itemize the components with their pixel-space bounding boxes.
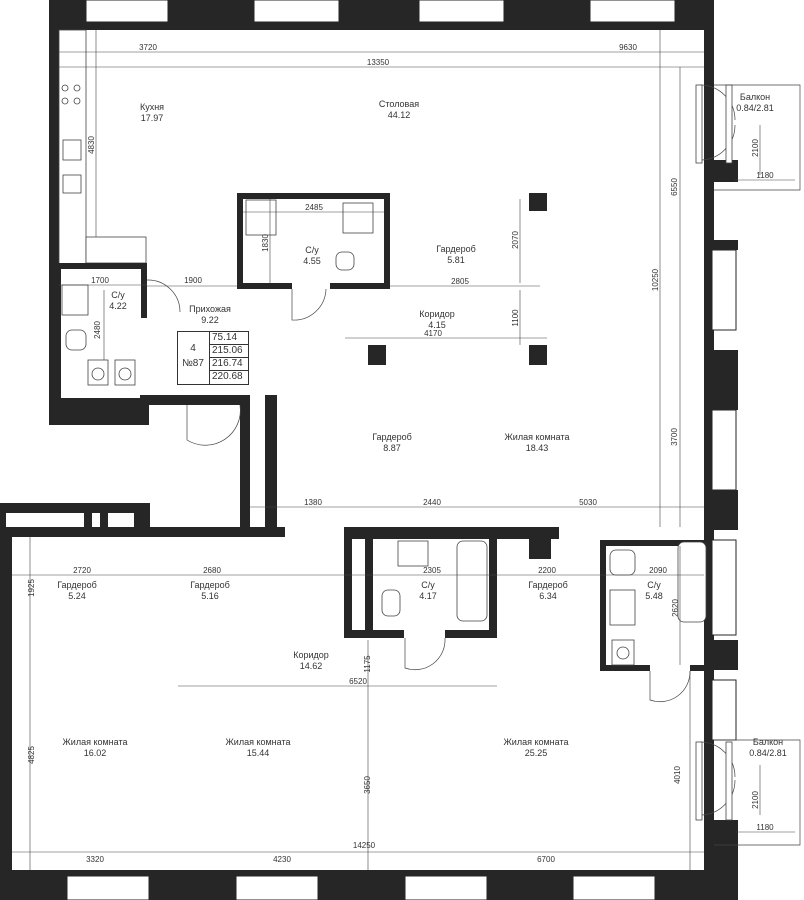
dimension-label: 2720: [73, 566, 91, 575]
dimension-label: 2090: [649, 566, 667, 575]
dimension-label: 2680: [203, 566, 221, 575]
balconies: [714, 84, 801, 846]
kitchen-counter: [58, 29, 147, 266]
room-area: 16.02: [84, 748, 107, 758]
dimension-label: 1100: [511, 309, 520, 327]
dimension-label: 10250: [651, 268, 660, 291]
room-area: 4.17: [419, 591, 437, 601]
dimension-label: 1900: [184, 276, 202, 285]
room-area: 5.48: [645, 591, 663, 601]
room-area: 4.55: [303, 256, 321, 266]
dimension-label: 9630: [619, 43, 637, 52]
dimension-label: 4830: [87, 136, 96, 154]
dimension-label: 6550: [670, 178, 679, 196]
bathroom-fixtures: [61, 199, 707, 666]
room-name: Гардероб: [436, 244, 476, 254]
room-area: 18.43: [526, 443, 549, 453]
area-value: 215.06: [210, 345, 248, 358]
area-value: 220.68: [212, 371, 243, 382]
room-name: Прихожая: [189, 304, 231, 314]
room-name: Гардероб: [57, 580, 97, 590]
dimension-label: 3650: [363, 776, 372, 794]
doors: [146, 84, 736, 821]
dimension-label: 4010: [673, 766, 682, 784]
dimension-label: 2480: [93, 321, 102, 339]
area-value: 75.14: [210, 332, 248, 345]
room-name: Гардероб: [528, 580, 568, 590]
dimension-label: 3720: [139, 43, 157, 52]
dimension-label: 6520: [349, 677, 367, 686]
dimension-label: 2805: [451, 277, 469, 286]
room-name: С/у: [421, 580, 435, 590]
room-area: 9.22: [201, 315, 219, 325]
dimension-label: 5030: [579, 498, 597, 507]
dimension-label: 13350: [367, 58, 390, 67]
floor-number: 4: [190, 343, 196, 354]
dimension-label: 1180: [756, 823, 774, 832]
dimension-label: 4170: [424, 329, 442, 338]
room-name: Кухня: [140, 102, 164, 112]
dimension-label: 2100: [751, 139, 760, 157]
room-name: Балкон: [740, 92, 770, 102]
dimension-label: 6700: [537, 855, 555, 864]
room-area: 8.87: [383, 443, 401, 453]
room-name: Гардероб: [372, 432, 412, 442]
room-area: 5.81: [447, 255, 465, 265]
room-area: 0.84/2.81: [736, 103, 774, 113]
room-area: 0.84/2.81: [749, 748, 787, 758]
room-name: Коридор: [293, 650, 329, 660]
room-name: Коридор: [419, 309, 455, 319]
dimension-label: 1700: [91, 276, 109, 285]
dimension-label: 2620: [671, 599, 680, 617]
dimension-label: 1175: [363, 655, 372, 673]
area-value: 216.74: [210, 358, 248, 371]
room-area: 4.15: [428, 320, 446, 330]
room-area: 4.22: [109, 301, 127, 311]
room-name: С/у: [111, 290, 125, 300]
room-area: 5.16: [201, 591, 219, 601]
dimension-lines: [12, 30, 795, 870]
dimension-label: 1380: [304, 498, 322, 507]
apartment-number: №87: [182, 358, 204, 369]
room-name: Жилая комната: [504, 432, 569, 442]
room-name: Балкон: [753, 737, 783, 747]
inner-walls: [55, 193, 714, 671]
room-name: Гардероб: [190, 580, 230, 590]
dimension-label: 2070: [511, 231, 520, 249]
windows: [66, 0, 737, 900]
dimension-label: 14250: [353, 841, 376, 850]
room-name: Жилая комната: [503, 737, 568, 747]
room-name: С/у: [647, 580, 661, 590]
apartment-info-box: 4 №87 75.14 215.06 216.74 220.68: [177, 331, 249, 385]
room-name: С/у: [305, 245, 319, 255]
dimension-label: 2200: [538, 566, 556, 575]
dimension-label: 2305: [423, 566, 441, 575]
dimension-label: 2485: [305, 203, 323, 212]
room-name: Жилая комната: [62, 737, 127, 747]
dimension-label: 1830: [261, 234, 270, 252]
dimension-label: 4230: [273, 855, 291, 864]
room-name: Столовая: [379, 99, 419, 109]
dimension-label: 2440: [423, 498, 441, 507]
outer-walls: [0, 0, 738, 900]
room-area: 17.97: [141, 113, 164, 123]
room-area: 44.12: [388, 110, 411, 120]
room-area: 5.24: [68, 591, 86, 601]
room-area: 6.34: [539, 591, 557, 601]
dimension-label: 2100: [751, 791, 760, 809]
dimension-label: 1180: [756, 171, 774, 180]
room-area: 15.44: [247, 748, 270, 758]
dimension-label: 3320: [86, 855, 104, 864]
dimension-label: 3700: [670, 428, 679, 446]
room-area: 14.62: [300, 661, 323, 671]
dimension-label: 1925: [27, 579, 36, 597]
room-name: Жилая комната: [225, 737, 290, 747]
room-area: 25.25: [525, 748, 548, 758]
dimension-label: 4825: [27, 746, 36, 764]
